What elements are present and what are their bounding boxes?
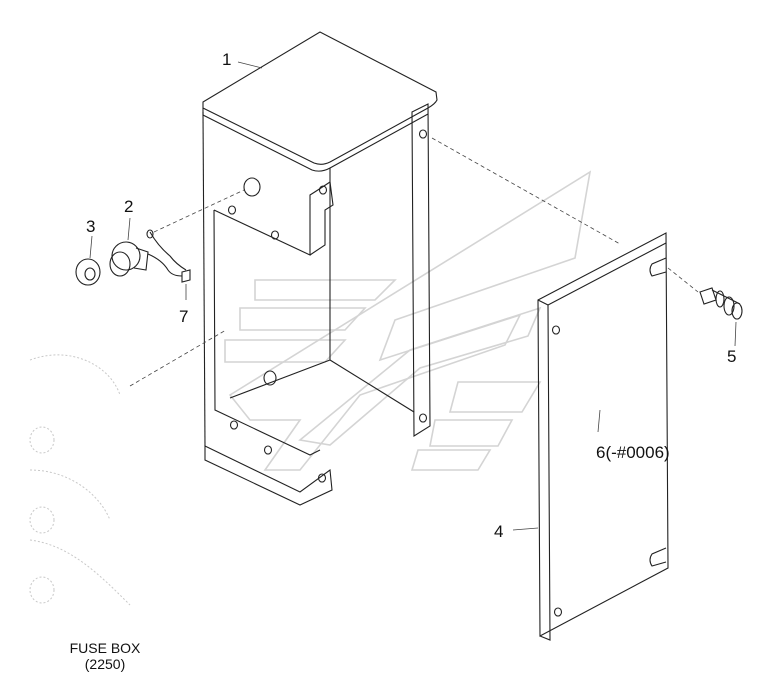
watermark-logo (224, 170, 592, 471)
leader-lines (89, 61, 737, 531)
callout-part-4: 4 (494, 522, 504, 541)
switch-part-2 (109, 229, 191, 283)
callout-part-2: 2 (124, 197, 134, 216)
cover-box-part-1 (202, 31, 438, 506)
callout-part-6: 6(-#0006) (596, 443, 670, 462)
callout-part-1: 1 (222, 50, 232, 69)
washer-part-3 (75, 258, 101, 286)
callout-part-7: 7 (179, 307, 189, 326)
callout-part-5: 5 (727, 347, 737, 366)
callout-part-3: 3 (86, 217, 96, 236)
bolt-part-5 (699, 287, 743, 320)
caption-line-1: FUSE BOX (69, 640, 141, 656)
caption-line-2: (2250) (84, 656, 126, 672)
fuse-box-ghost (29, 354, 131, 606)
fuse-box-caption: FUSE BOX (2250) (50, 640, 160, 672)
side-plate-part-4 (537, 232, 669, 641)
